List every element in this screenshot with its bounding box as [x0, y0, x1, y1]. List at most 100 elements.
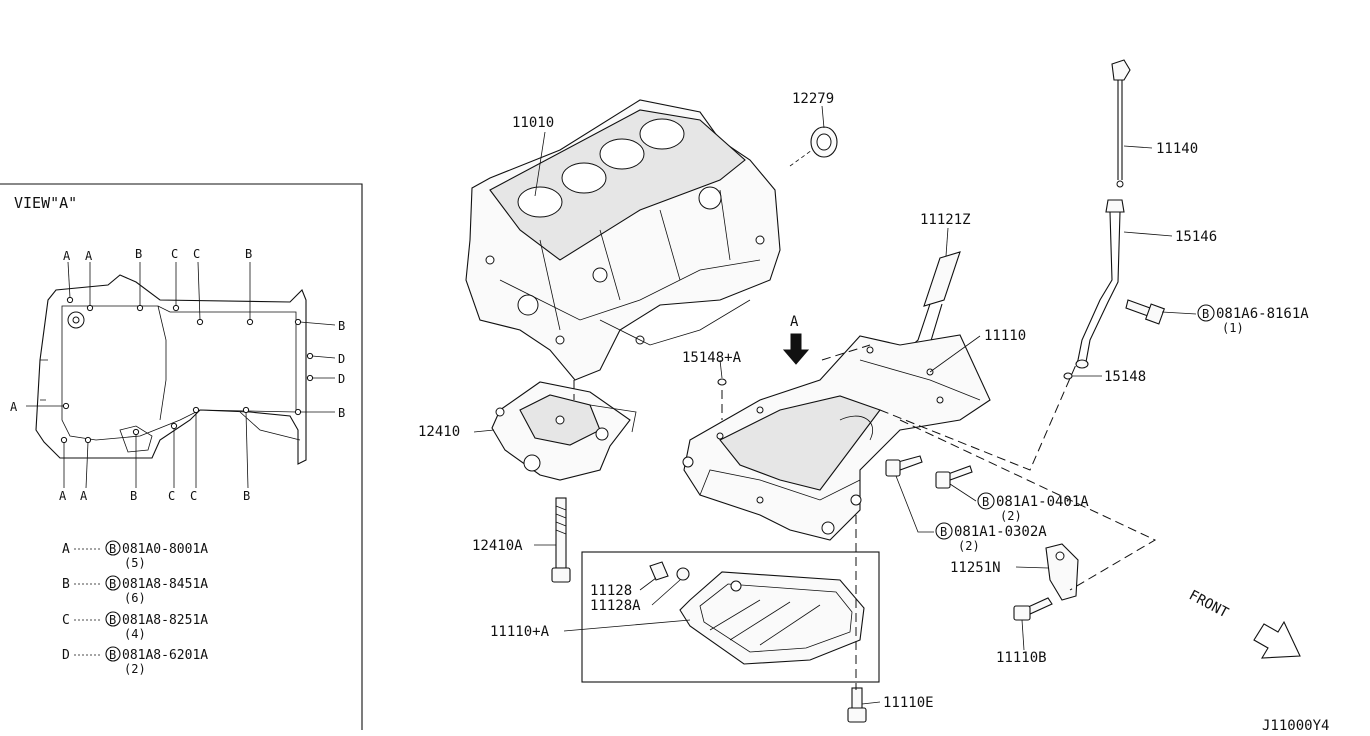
- part-label-15148[interactable]: 15148: [1104, 369, 1146, 385]
- bolt-symbol-letter: B: [940, 525, 947, 539]
- lower-oil-pan-box: [581, 551, 880, 683]
- view-a-bottom-letter-4: C: [168, 489, 175, 503]
- bolt-symbol-icon: [105, 575, 121, 591]
- bolt-symbol-icon: [105, 611, 121, 627]
- bolt-symbol-letter: B: [1202, 307, 1209, 321]
- drain-washer-illustration: [676, 567, 690, 581]
- legend-row-a: A B 081A0-8001A (5): [62, 540, 208, 570]
- view-a-bottom-letter-2: A: [80, 489, 88, 503]
- pan-bolt-e-illustration: [847, 687, 867, 723]
- pan-side-bolts-illustration: [885, 455, 973, 489]
- bolt-symbol-letter: B: [109, 542, 116, 556]
- view-a-bottom-letter-5: C: [190, 489, 197, 503]
- drain-plug-illustration: [649, 561, 669, 581]
- view-a-panel: VIEW"A": [0, 183, 363, 730]
- bracket-bolt-illustration: [1013, 597, 1053, 621]
- bolt-symbol-icon: [105, 646, 121, 662]
- callout-code-081a1-0302a[interactable]: 081A1-0302A: [954, 524, 1047, 540]
- callout-qty: (2): [958, 539, 980, 553]
- part-label-11110e[interactable]: 11110E: [883, 695, 934, 711]
- bolt-symbol-letter: B: [982, 495, 989, 509]
- view-a-left-letter: A: [10, 400, 18, 414]
- legend-key: B: [62, 577, 70, 592]
- view-a-right-letter-2: D: [338, 352, 345, 366]
- part-label-11128[interactable]: 11128: [590, 583, 632, 599]
- view-a-arrow: A: [782, 314, 810, 365]
- cylinder-block-illustration: [465, 99, 781, 381]
- view-a-leaders: [26, 261, 336, 489]
- part-label-12279[interactable]: 12279: [792, 91, 834, 107]
- view-a-top-letter-5: C: [193, 247, 200, 261]
- bolt-symbol-icon: [1197, 304, 1215, 322]
- bolt-symbol-letter: B: [109, 577, 116, 591]
- view-a-top-letter-1: A: [63, 249, 71, 263]
- view-a-bottom-letter-1: A: [59, 489, 67, 503]
- part-label-12410[interactable]: 12410: [418, 424, 460, 440]
- legend-qty: (4): [124, 627, 146, 641]
- callout-qty: (1): [1222, 321, 1244, 335]
- view-a-frame: [0, 183, 363, 730]
- legend-row-d: D B 081A8-6201A (2): [62, 646, 208, 676]
- part-label-15146[interactable]: 15146: [1175, 229, 1217, 245]
- view-a-bottom-letter-3: B: [130, 489, 137, 503]
- part-label-11010[interactable]: 11010: [512, 115, 554, 131]
- part-label-11110b[interactable]: 11110B: [996, 650, 1047, 666]
- pump-bolt-illustration: [551, 497, 571, 583]
- part-label-11251n[interactable]: 11251N: [950, 560, 1001, 576]
- legend-code[interactable]: 081A8-8451A: [122, 577, 208, 592]
- legend-qty: (2): [124, 662, 146, 676]
- view-a-top-letter-6: B: [245, 247, 252, 261]
- bolt-symbol-icon: [977, 492, 995, 510]
- legend-key: C: [62, 613, 70, 628]
- view-a-top-letter-2: A: [85, 249, 93, 263]
- diagram-id: J11000Y4: [1262, 718, 1329, 734]
- callout-code-081a6-8161a[interactable]: 081A6-8161A: [1216, 306, 1309, 322]
- bolt-symbol-letter: B: [109, 613, 116, 627]
- front-indicator: FRONT: [1186, 587, 1301, 659]
- legend-code[interactable]: 081A0-8001A: [122, 542, 208, 557]
- down-arrow-icon: [782, 333, 810, 365]
- legend-code[interactable]: 081A8-6201A: [122, 648, 208, 663]
- legend-code[interactable]: 081A8-8251A: [122, 613, 208, 628]
- upper-oil-pan-illustration: [682, 334, 991, 541]
- part-label-11110[interactable]: 11110: [984, 328, 1026, 344]
- bolt-callout-1: B 081A6-8161A (1): [1197, 304, 1309, 335]
- bolt-symbol-icon: [935, 522, 953, 540]
- legend-row-c: C B 081A8-8251A (4): [62, 611, 208, 641]
- guide-bolt-illustration: [1125, 299, 1166, 325]
- view-a-arrow-label: A: [790, 314, 799, 330]
- part-label-12410a[interactable]: 12410A: [472, 538, 523, 554]
- view-a-title: VIEW"A": [14, 194, 77, 212]
- dipstick-illustration: [1075, 59, 1131, 369]
- legend-key: A: [62, 542, 70, 557]
- view-a-bottom-letter-6: B: [243, 489, 250, 503]
- part-label-11140[interactable]: 11140: [1156, 141, 1198, 157]
- view-a-right-letter-4: B: [338, 406, 345, 420]
- assembly-dash-lines: [573, 344, 1157, 690]
- legend-qty: (6): [124, 591, 146, 605]
- bolt-callout-3: B 081A1-0302A (2): [935, 522, 1047, 553]
- view-a-bolt-points: [60, 296, 314, 444]
- oil-seal-illustration: [789, 126, 838, 167]
- part-label-11128a[interactable]: 11128A: [590, 598, 641, 614]
- part-label-15148a[interactable]: 15148+A: [682, 350, 742, 366]
- oil-pump-illustration: [491, 381, 637, 481]
- bolt-callout-2: B 081A1-0401A (2): [977, 492, 1089, 523]
- bracket-illustration: [1045, 543, 1079, 601]
- part-labels: 11010 12279 11140 15146 11121Z 11110 151…: [418, 91, 1217, 711]
- front-label: FRONT: [1186, 587, 1231, 621]
- callout-code-081a1-0401a[interactable]: 081A1-0401A: [996, 494, 1089, 510]
- legend-key: D: [62, 648, 70, 663]
- part-label-11121z[interactable]: 11121Z: [920, 212, 971, 228]
- legend-row-b: B B 081A8-8451A (6): [62, 575, 208, 605]
- part-label-11110a[interactable]: 11110+A: [490, 624, 550, 640]
- view-a-right-letter-3: D: [338, 372, 345, 386]
- view-a-right-letter-1: B: [338, 319, 345, 333]
- front-arrow-icon: [1253, 620, 1301, 659]
- view-a-oil-pan-outline: [35, 274, 307, 465]
- bolt-symbol-icon: [105, 540, 121, 556]
- view-a-letters: A A B C C B A B D D B A A B C C B: [10, 247, 345, 503]
- callout-qty: (2): [1000, 509, 1022, 523]
- view-a-top-letter-4: C: [171, 247, 178, 261]
